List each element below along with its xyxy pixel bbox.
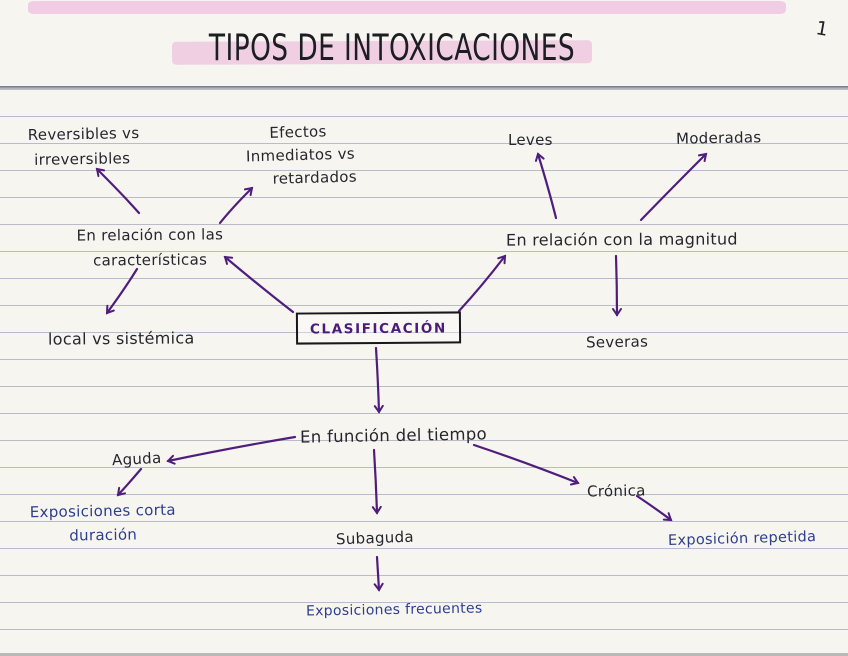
arrow-magnitud-to-severas xyxy=(611,254,622,317)
node-leves-label: Leves xyxy=(508,131,553,149)
node-reversibles-line2: irreversibles xyxy=(34,149,131,169)
page-bottom-edge xyxy=(0,653,848,656)
node-local: local vs sistémica xyxy=(48,325,195,351)
node-magnitud: En relación con la magnitud xyxy=(506,226,738,252)
node-expo-corta-line2: duración xyxy=(69,525,138,545)
node-expo-corta-line1: Exposiciones corta xyxy=(29,500,176,522)
node-subaguda: Subaguda xyxy=(336,525,415,553)
node-caracteristicas-line2: características xyxy=(92,250,208,270)
arrow-magnitud-to-moderadas xyxy=(639,152,708,222)
node-expo-frecuentes: Exposiciones frecuentes xyxy=(306,596,483,624)
node-leves: Leves xyxy=(508,128,553,153)
node-moderadas-label: Moderadas xyxy=(675,128,762,148)
node-magnitud-label: En relación con la magnitud xyxy=(505,229,738,250)
node-reversibles-line1: Reversibles vs xyxy=(27,124,140,144)
node-efectos-line3: retardados xyxy=(272,167,358,188)
page-title: TIPOS DE INTOXICACIONES xyxy=(208,27,576,70)
node-efectos: Efectos Inmediatos vs retardados xyxy=(245,120,357,192)
node-expo-repetida-label: Exposición repetida xyxy=(667,529,817,549)
arrow-tiempo-to-cronica xyxy=(472,443,580,486)
node-efectos-line1: Efectos xyxy=(269,122,327,142)
arrow-clasificacion-to-tiempo xyxy=(373,346,384,414)
node-caracteristicas: En relación con las características xyxy=(62,222,238,274)
header-rule-line xyxy=(0,86,848,89)
arrow-aguda-to-expo-corta xyxy=(116,467,143,497)
node-severas: Severas xyxy=(586,329,649,355)
node-expo-frecuentes-label: Exposiciones frecuentes xyxy=(305,600,483,620)
node-clasificacion: CLASIFICACIÓN xyxy=(295,311,461,345)
node-efectos-line2: Inmediatos vs xyxy=(245,144,356,166)
arrow-caracteristicas-to-efectos xyxy=(218,186,254,225)
ruled-lines xyxy=(0,89,848,656)
arrow-tiempo-to-aguda xyxy=(166,435,297,465)
node-aguda-label: Aguda xyxy=(111,448,162,470)
arrow-clasificacion-to-caracteristicas xyxy=(223,255,295,314)
node-cronica: Crónica xyxy=(587,478,646,504)
node-expo-repetida: Exposición repetida xyxy=(668,525,817,554)
top-pink-highlight-bar xyxy=(28,1,786,14)
arrow-tiempo-to-subaguda xyxy=(371,448,382,515)
arrow-caracteristicas-to-local xyxy=(105,267,139,315)
arrow-caracteristicas-to-reversibles xyxy=(95,167,141,215)
node-expo-corta: Exposiciones corta duración xyxy=(20,498,187,549)
node-clasificacion-label: CLASIFICACIÓN xyxy=(309,320,447,338)
arrow-clasificacion-to-magnitud xyxy=(457,254,507,313)
node-aguda: Aguda xyxy=(111,446,162,474)
node-caracteristicas-line1: En relación con las xyxy=(76,225,224,245)
node-cronica-label: Crónica xyxy=(586,481,646,501)
node-moderadas: Moderadas xyxy=(676,125,762,151)
node-severas-label: Severas xyxy=(585,332,649,352)
node-local-label: local vs sistémica xyxy=(47,328,195,349)
arrow-magnitud-to-leves xyxy=(534,152,558,220)
node-tiempo: En función del tiempo xyxy=(300,421,487,449)
arrow-subaguda-to-expo-frecuentes xyxy=(373,555,384,592)
node-subaguda-label: Subaguda xyxy=(335,527,415,549)
arrow-cronica-to-expo-repetida xyxy=(635,494,673,522)
node-tiempo-label: En función del tiempo xyxy=(299,424,488,447)
node-reversibles: Reversibles vs irreversibles xyxy=(28,121,140,173)
